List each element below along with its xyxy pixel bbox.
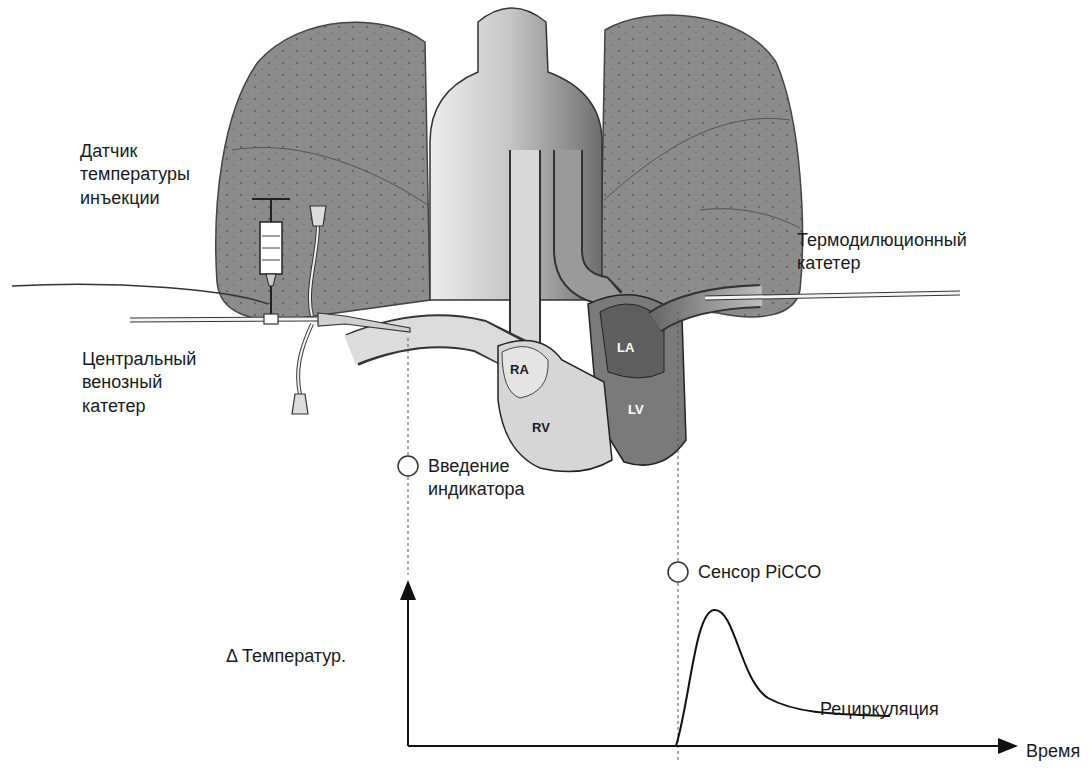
guide-line: [408, 338, 409, 456]
right-atrium: [502, 347, 548, 398]
catheter-label: Термодилюционный катетер: [797, 229, 977, 276]
chamber-label: RA: [510, 362, 529, 379]
thermodilution-catheter: [705, 293, 960, 298]
sensor-wire: [12, 284, 268, 304]
curve-label: Рециркуляция: [820, 698, 939, 721]
chamber-label: LV: [628, 402, 644, 419]
marker-label: Сенсор PiCCO: [698, 561, 821, 584]
thermodilution-curve: [676, 610, 890, 746]
sensor-label: Датчик температуры инъекции: [80, 140, 205, 210]
marker-circle: [668, 562, 688, 582]
marker-label: Введение индикатора: [428, 455, 548, 502]
right-heart: [498, 340, 612, 471]
marker-circle: [398, 456, 418, 476]
chamber-label: LA: [617, 340, 634, 357]
guide-line: [408, 477, 409, 575]
axis-label: Время: [1026, 740, 1080, 763]
x-axis: [408, 745, 1016, 747]
vena-cava: [350, 331, 522, 358]
catheter-label: Центральный венозный катетер: [82, 348, 207, 418]
central-venous-catheter: [130, 206, 410, 414]
syringe: [252, 199, 290, 314]
y-axis: [407, 582, 409, 746]
chamber-label: RV: [532, 420, 550, 437]
guide-line: [678, 312, 679, 562]
axis-label: Δ Температур.: [226, 645, 346, 668]
